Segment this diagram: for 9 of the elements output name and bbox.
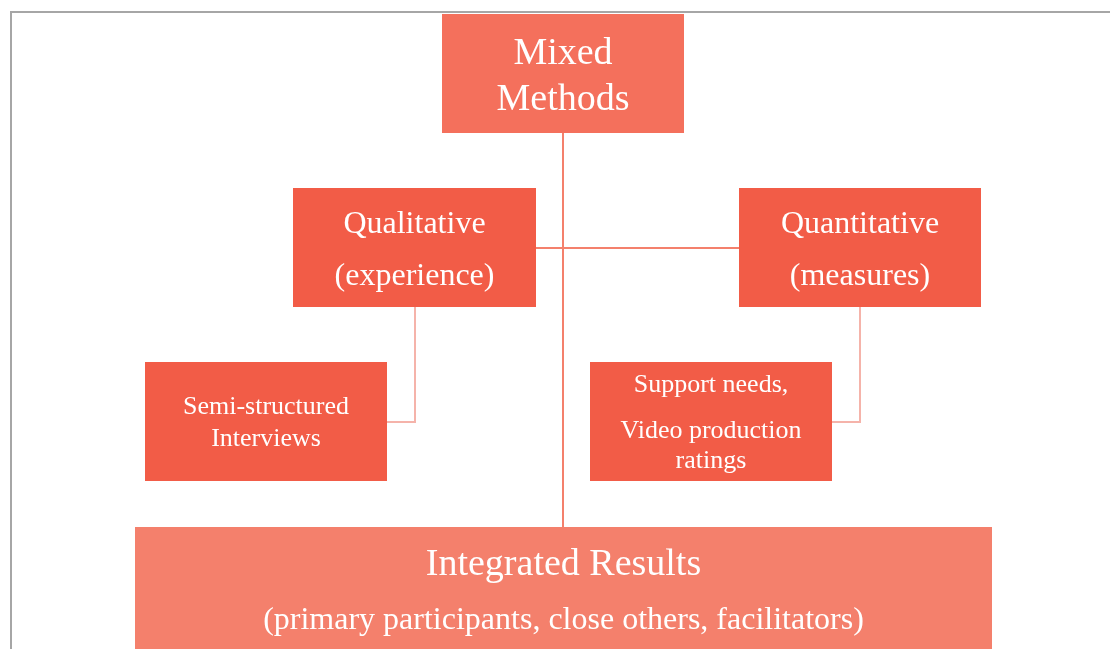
- process-box: Quantitative (measures): [739, 188, 981, 307]
- process-box: Integrated Results (primary participants, close others, facilitators): [135, 527, 992, 649]
- process-box: Mixed Methods: [442, 14, 684, 133]
- process-box: Qualitative (experience): [293, 188, 536, 307]
- connector-line: [831, 306, 861, 423]
- connector-line: [562, 132, 740, 249]
- process-box: Semi-structured Interviews: [145, 362, 387, 481]
- process-box: Support needs, Video production ratings: [590, 362, 832, 481]
- connector-line: [386, 306, 416, 423]
